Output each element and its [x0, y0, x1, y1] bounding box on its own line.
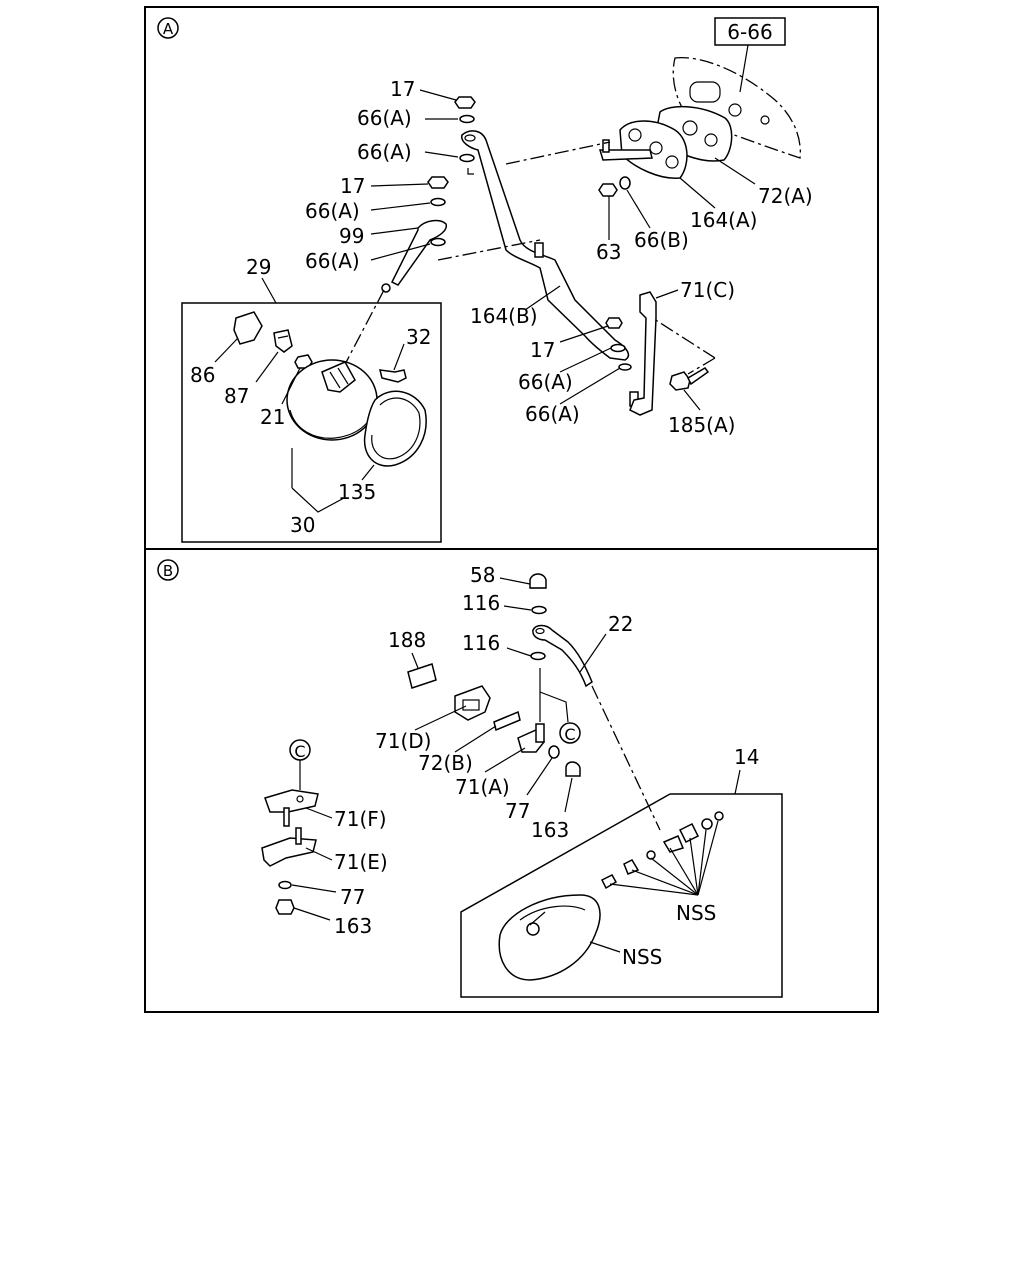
- connector-c-marker-2: C: [289, 739, 311, 761]
- mirror-assembly-inset: [460, 793, 783, 998]
- washer-66a-5: [610, 343, 626, 353]
- callout-29: 29: [246, 255, 271, 279]
- door-panel: [672, 56, 801, 159]
- callout-17-a: 17: [390, 77, 415, 101]
- callout-66a-5: 66(A): [518, 370, 573, 394]
- reference-box: [714, 17, 786, 46]
- washer-116-2: [530, 651, 546, 661]
- callout-14: 14: [734, 745, 759, 769]
- connector-c-marker-1: C: [559, 722, 581, 744]
- callout-77-a: 77: [505, 799, 530, 823]
- mirror-ring-135: [363, 390, 427, 467]
- callout-32: 32: [406, 325, 431, 349]
- reference-box-label: 6-66: [727, 20, 772, 44]
- cap-86: [233, 311, 263, 345]
- mirror-head: [286, 359, 378, 441]
- callout-66a-1: 66(A): [357, 106, 412, 130]
- callout-66b: 66(B): [634, 228, 689, 252]
- cap-nut-163-a: [565, 761, 581, 777]
- callout-164a: 164(A): [690, 208, 757, 232]
- mirror-stay: [461, 130, 639, 407]
- callout-71c: 71(C): [680, 278, 735, 302]
- callout-66a-3: 66(A): [305, 199, 360, 223]
- screw-32: [379, 369, 407, 383]
- label-188: [407, 663, 437, 689]
- callout-72b: 72(B): [418, 751, 473, 775]
- callout-116-a: 116: [462, 591, 500, 615]
- mirror-body: [498, 894, 601, 981]
- mirror-inset-box: [181, 302, 442, 543]
- bracket-71a: [517, 723, 545, 753]
- bracket-71e: [261, 827, 317, 867]
- callout-188: 188: [388, 628, 426, 652]
- washer-66a-6: [618, 363, 632, 371]
- callout-17-b: 17: [340, 174, 365, 198]
- callout-71f: 71(F): [334, 807, 387, 831]
- callout-30: 30: [290, 513, 315, 537]
- callout-66a-2: 66(A): [357, 140, 412, 164]
- callout-21: 21: [260, 405, 285, 429]
- stay-22: [532, 624, 593, 688]
- callout-72a: 72(A): [758, 184, 813, 208]
- callout-66a-4: 66(A): [305, 249, 360, 273]
- callout-135: 135: [338, 480, 376, 504]
- nut-17-low: [605, 317, 623, 329]
- callout-71d: 71(D): [375, 729, 431, 753]
- callout-71e: 71(E): [334, 850, 388, 874]
- bracket-71f: [264, 789, 319, 827]
- callout-164b: 164(B): [470, 304, 538, 328]
- bolt-185a: [669, 367, 710, 391]
- callout-58: 58: [470, 563, 495, 587]
- gasket-72b: [493, 710, 521, 732]
- callout-87: 87: [224, 384, 249, 408]
- section-a-marker: A: [157, 17, 179, 39]
- callout-116-b: 116: [462, 631, 500, 655]
- callout-nss-2: NSS: [622, 945, 662, 969]
- nss-leader-fan: [609, 820, 719, 896]
- svg-text:A: A: [163, 20, 174, 38]
- svg-text:C: C: [564, 725, 575, 744]
- callout-185a: 185(A): [668, 413, 735, 437]
- washer-66a-1: [459, 114, 475, 124]
- callout-71a: 71(A): [455, 775, 510, 799]
- clip-87: [273, 329, 293, 353]
- nut-17-mid: [427, 176, 449, 189]
- callout-99: 99: [339, 224, 364, 248]
- mount-bracket: [598, 120, 688, 179]
- washer-66a-2: [459, 153, 475, 163]
- section-b-marker: B: [157, 559, 179, 581]
- washer-66a-3: [430, 197, 446, 207]
- callout-77-b: 77: [340, 885, 365, 909]
- svg-text:C: C: [294, 742, 305, 761]
- callout-66a-6: 66(A): [525, 402, 580, 426]
- callout-86: 86: [190, 363, 215, 387]
- washer-116-1: [531, 605, 547, 615]
- callout-22: 22: [608, 612, 633, 636]
- callout-163-b: 163: [334, 914, 372, 938]
- washer-66b: [619, 176, 631, 190]
- diagram-frame: [144, 6, 879, 1013]
- callout-63: 63: [596, 240, 621, 264]
- nut-163-b: [275, 899, 295, 915]
- washer-77-a: [548, 745, 560, 759]
- nut-63: [598, 183, 618, 197]
- svg-text:B: B: [163, 562, 173, 580]
- washer-77-b: [278, 880, 292, 890]
- callout-nss-1: NSS: [676, 901, 716, 925]
- mirror-hardware: [600, 811, 724, 890]
- callout-163-a: 163: [531, 818, 569, 842]
- callout-17-c: 17: [530, 338, 555, 362]
- bracket-71c: [629, 291, 657, 416]
- cap-nut-58: [529, 573, 547, 589]
- nut-17-top: [454, 96, 476, 109]
- bracket-71d: [454, 685, 491, 721]
